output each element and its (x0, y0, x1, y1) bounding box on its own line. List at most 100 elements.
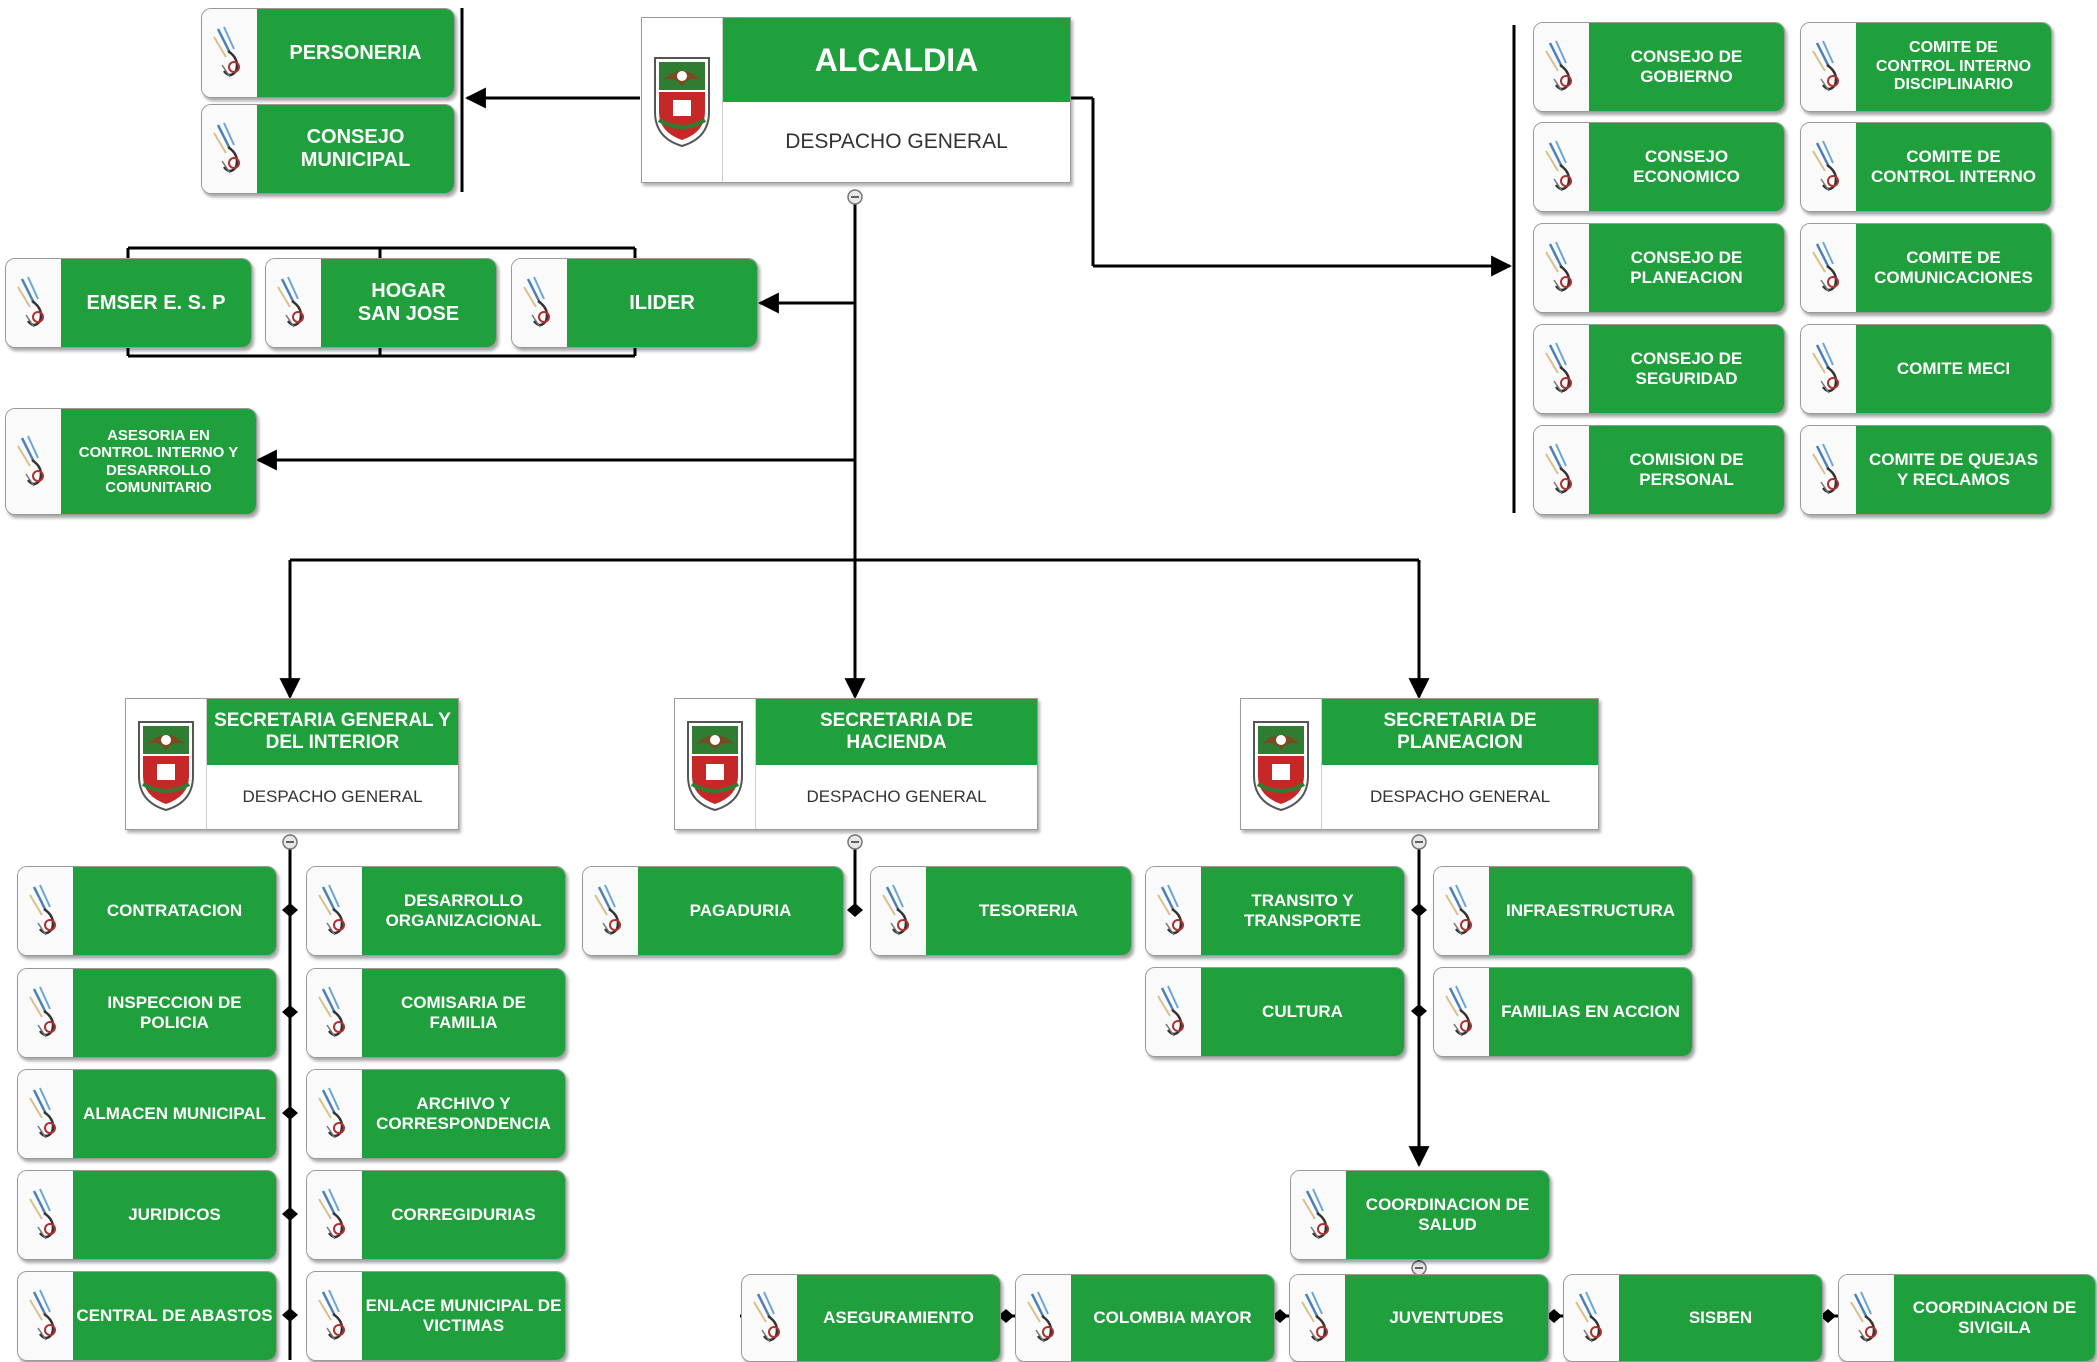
quill-pen-icon (1290, 1275, 1345, 1361)
node-label: CONSEJO MUNICIPAL (257, 105, 454, 193)
collapse-minus-icon (282, 189, 1427, 1276)
inspeccion-policia-box: INSPECCION DE POLICIA (17, 968, 277, 1058)
node-label: CULTURA (1201, 968, 1404, 1056)
secretaria-general-box: SECRETARIA GENERAL Y DEL INTERIOR DESPAC… (125, 698, 459, 830)
quill-pen-icon (307, 969, 362, 1057)
node-label: ARCHIVO Y CORRESPONDENCIA (362, 1070, 565, 1158)
consejo-economico-box: CONSEJO ECONOMICO (1533, 122, 1785, 212)
node-label: CONSEJO DE GOBIERNO (1589, 23, 1784, 111)
sisben-box: SISBEN (1563, 1274, 1823, 1362)
node-label: COORDINACION DE SIVIGILA (1894, 1275, 2095, 1361)
quill-pen-icon (1146, 968, 1201, 1056)
crest-icon (1241, 699, 1322, 829)
quill-pen-icon (1534, 426, 1589, 514)
coordinacion-salud-box: COORDINACION DE SALUD (1290, 1170, 1550, 1260)
node-label: TESORERIA (926, 867, 1131, 955)
alcaldia-box: ALCALDIA DESPACHO GENERAL (641, 17, 1071, 183)
node-label: FAMILIAS EN ACCION (1489, 968, 1692, 1056)
consejo-gobierno-box: CONSEJO DE GOBIERNO (1533, 22, 1785, 112)
personeria-box: PERSONERIA (201, 8, 455, 98)
quill-pen-icon (1801, 426, 1856, 514)
quill-pen-icon (742, 1275, 797, 1361)
node-label: CONSEJO DE SEGURIDAD (1589, 325, 1784, 413)
comite-meci-box: COMITE MECI (1800, 324, 2052, 414)
node-label: ENLACE MUNICIPAL DE VICTIMAS (362, 1272, 565, 1360)
node-label: COMISION DE PERSONAL (1589, 426, 1784, 514)
aseguramiento-box: ASEGURAMIENTO (741, 1274, 1001, 1362)
node-label: ASEGURAMIENTO (797, 1275, 1000, 1361)
node-label: COMITE DE COMUNICACIONES (1856, 224, 2051, 312)
secretaria-planeacion-subtitle: DESPACHO GENERAL (1322, 765, 1598, 829)
consejo-planeacion-box: CONSEJO DE PLANEACION (1533, 223, 1785, 313)
node-label: ALMACEN MUNICIPAL (73, 1070, 276, 1158)
quill-pen-icon (1146, 867, 1201, 955)
archivo-correspondencia-box: ARCHIVO Y CORRESPONDENCIA (306, 1069, 566, 1159)
node-label: CENTRAL DE ABASTOS (73, 1272, 276, 1360)
node-label: ILIDER (567, 259, 757, 347)
node-label: COMITE DE CONTROL INTERNO DISCIPLINARIO (1856, 23, 2051, 111)
juventudes-box: JUVENTUDES (1289, 1274, 1549, 1362)
secretaria-hacienda-subtitle: DESPACHO GENERAL (756, 765, 1037, 829)
comite-disciplinario-box: COMITE DE CONTROL INTERNO DISCIPLINARIO (1800, 22, 2052, 112)
node-label: CONTRATACION (73, 867, 276, 955)
quill-pen-icon (1534, 224, 1589, 312)
quill-pen-icon (307, 1070, 362, 1158)
node-label: JURIDICOS (73, 1171, 276, 1259)
quill-pen-icon (1434, 968, 1489, 1056)
node-label: PERSONERIA (257, 9, 454, 97)
quill-pen-icon (1534, 23, 1589, 111)
comite-control-interno-box: COMITE DE CONTROL INTERNO (1800, 122, 2052, 212)
concejo-municipal-box: CONSEJO MUNICIPAL (201, 104, 455, 194)
infraestructura-box: INFRAESTRUCTURA (1433, 866, 1693, 956)
quill-pen-icon (1564, 1275, 1619, 1361)
node-label: ASESORIA EN CONTROL INTERNO Y DESARROLLO… (61, 409, 256, 514)
comision-personal-box: COMISION DE PERSONAL (1533, 425, 1785, 515)
cultura-box: CULTURA (1145, 967, 1405, 1057)
node-label: CONSEJO DE PLANEACION (1589, 224, 1784, 312)
quill-pen-icon (266, 259, 321, 347)
node-label: CORREGIDURIAS (362, 1171, 565, 1259)
secretaria-planeacion-title: SECRETARIA DE PLANEACION (1322, 699, 1598, 765)
quill-pen-icon (1801, 325, 1856, 413)
node-label: COMISARIA DE FAMILIA (362, 969, 565, 1057)
quill-pen-icon (1534, 123, 1589, 211)
quill-pen-icon (202, 9, 257, 97)
contratacion-box: CONTRATACION (17, 866, 277, 956)
quill-pen-icon (1291, 1171, 1346, 1259)
comite-quejas-box: COMITE DE QUEJAS Y RECLAMOS (1800, 425, 2052, 515)
alcaldia-title: ALCALDIA (723, 18, 1070, 102)
node-label: DESARROLLO ORGANIZACIONAL (362, 867, 565, 955)
quill-pen-icon (307, 1171, 362, 1259)
quill-pen-icon (512, 259, 567, 347)
hogar-san-jose-box: HOGAR SAN JOSE (265, 258, 497, 348)
pagaduria-box: PAGADURIA (582, 866, 844, 956)
quill-pen-icon (1801, 23, 1856, 111)
quill-pen-icon (1801, 224, 1856, 312)
transito-transporte-box: TRANSITO Y TRANSPORTE (1145, 866, 1405, 956)
secretaria-general-title: SECRETARIA GENERAL Y DEL INTERIOR (207, 699, 458, 765)
secretaria-planeacion-box: SECRETARIA DE PLANEACION DESPACHO GENERA… (1240, 698, 1599, 830)
quill-pen-icon (307, 1272, 362, 1360)
node-label: SISBEN (1619, 1275, 1822, 1361)
node-label: JUVENTUDES (1345, 1275, 1548, 1361)
node-label: COMITE DE QUEJAS Y RECLAMOS (1856, 426, 2051, 514)
quill-pen-icon (18, 1272, 73, 1360)
node-label: COMITE MECI (1856, 325, 2051, 413)
familias-accion-box: FAMILIAS EN ACCION (1433, 967, 1693, 1057)
sivigila-box: COORDINACION DE SIVIGILA (1838, 1274, 2096, 1362)
secretaria-hacienda-box: SECRETARIA DE HACIENDA DESPACHO GENERAL (674, 698, 1038, 830)
crest-icon (126, 699, 207, 829)
node-label: COLOMBIA MAYOR (1071, 1275, 1274, 1361)
quill-pen-icon (18, 867, 73, 955)
corregidurias-box: CORREGIDURIAS (306, 1170, 566, 1260)
quill-pen-icon (1016, 1275, 1071, 1361)
quill-pen-icon (1839, 1275, 1894, 1361)
quill-pen-icon (6, 259, 61, 347)
quill-pen-icon (871, 867, 926, 955)
secretaria-hacienda-title: SECRETARIA DE HACIENDA (756, 699, 1037, 765)
alcaldia-subtitle: DESPACHO GENERAL (723, 102, 1070, 182)
node-label: COORDINACION DE SALUD (1346, 1171, 1549, 1259)
node-label: TRANSITO Y TRANSPORTE (1201, 867, 1404, 955)
crest-icon (675, 699, 756, 829)
quill-pen-icon (307, 867, 362, 955)
